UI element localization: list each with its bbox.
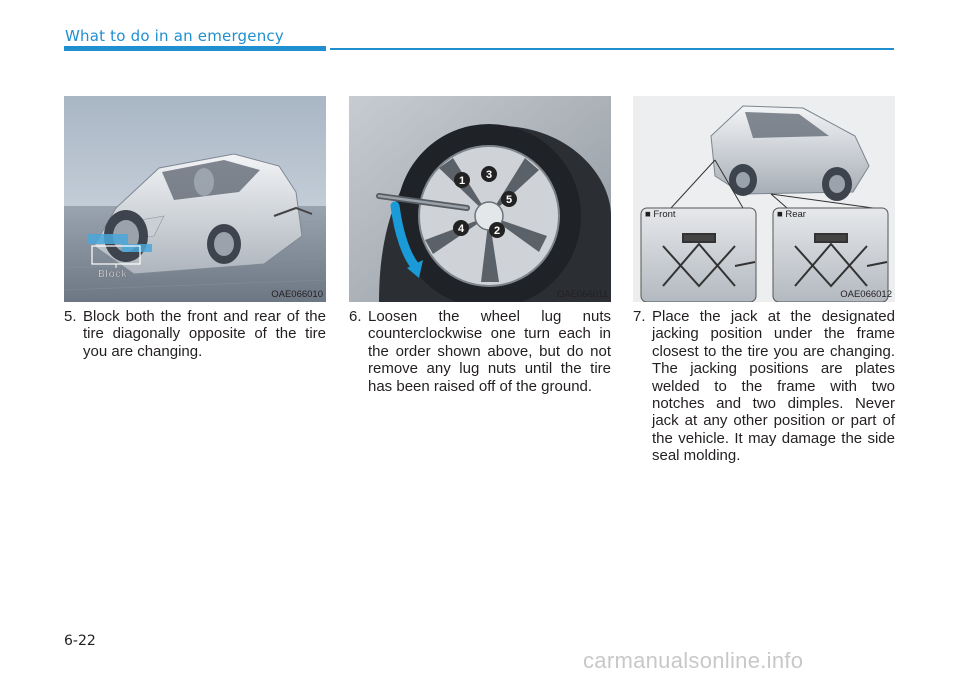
step-text: Place the jack at the designated jacking… xyxy=(652,308,895,465)
jacking-position-illustration xyxy=(633,96,895,302)
car-block-illustration: Block xyxy=(64,96,326,302)
rear-label: ■ Rear xyxy=(777,209,806,220)
step-number: 5. xyxy=(64,308,77,325)
lug-nut-number-3: 3 xyxy=(486,169,492,181)
step-text: Block both the front and rear of the tir… xyxy=(83,308,326,360)
section-title: What to do in an emergency xyxy=(65,27,284,45)
step-number: 6. xyxy=(349,308,362,325)
lug-nut-number-2: 2 xyxy=(494,225,500,237)
step-text: Loosen the wheel lug nuts counterclockwi… xyxy=(368,308,611,395)
block-label: Block xyxy=(98,269,127,280)
header-rule-thick xyxy=(64,46,326,51)
figure-code: OAE066011 xyxy=(556,289,608,300)
wheel-lug-nut-illustration: 1 2 3 4 5 xyxy=(349,96,611,302)
step-5: 5. Block both the front and rear of the … xyxy=(64,308,326,360)
figure-jack-position: ■ Front ■ Rear OAE066012 xyxy=(633,96,895,302)
figure-code: OAE066012 xyxy=(840,289,892,300)
watermark: carmanualsonline.info xyxy=(583,648,804,673)
figure-code: OAE066010 xyxy=(271,289,323,300)
lug-nut-number-5: 5 xyxy=(506,194,512,206)
step-7: 7. Place the jack at the designated jack… xyxy=(633,308,895,465)
front-label: ■ Front xyxy=(645,209,676,220)
step-number: 7. xyxy=(633,308,646,325)
figure-lug-nuts: 1 2 3 4 5 OAE066011 xyxy=(349,96,611,302)
page-number: 6-22 xyxy=(64,633,96,649)
step-6: 6. Loosen the wheel lug nuts countercloc… xyxy=(349,308,611,395)
lug-nut-number-4: 4 xyxy=(458,223,465,235)
header-rule-thin xyxy=(330,48,894,50)
figure-block-tire: Block OAE066010 xyxy=(64,96,326,302)
lug-nut-number-1: 1 xyxy=(459,175,465,187)
